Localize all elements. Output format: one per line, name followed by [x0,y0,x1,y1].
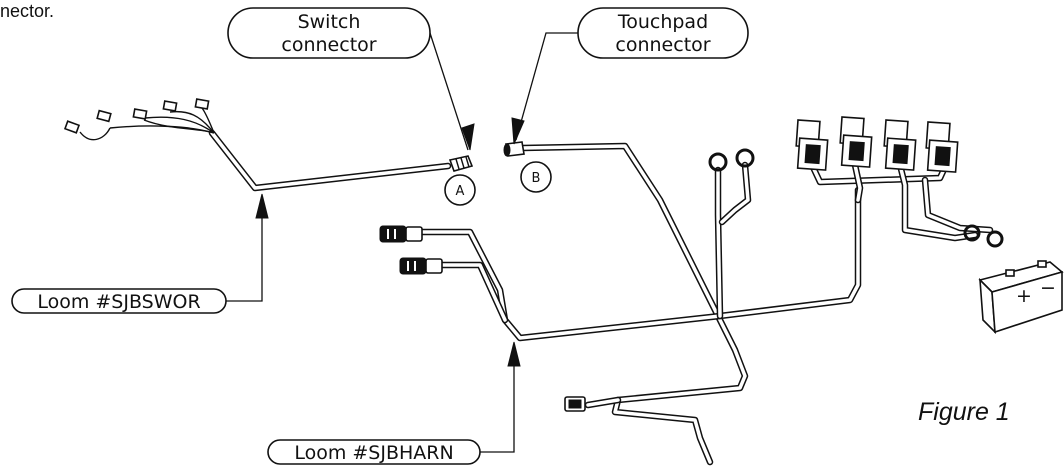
figure-label: Figure 1 [918,398,1010,426]
ring-terminal-icon [735,148,755,168]
relays [795,116,959,173]
marker-a-label: A [456,184,465,199]
leader-arrowhead-icon [507,341,521,367]
weatherproof-plug-icon [379,225,423,243]
leader-arrowhead-icon [255,193,269,219]
switch-loom [63,98,474,192]
loom-switch-label: Loom #SJBSWOR [37,291,200,313]
battery-icon: + − [978,260,1064,335]
loom-harness-label: Loom #SJBHARN [294,442,453,464]
ring-terminal-icon [708,152,728,172]
harness-plugs [379,225,586,412]
loom-switch-callout: Loom #SJBSWOR [11,193,269,314]
relay-icon [795,119,829,171]
main-harness [416,141,994,466]
leader-arrowhead-icon [461,123,475,151]
switch-wire-plug [132,108,148,120]
marker-b-circle [520,161,552,193]
small-plug-icon [564,396,586,412]
touchpad-connector-label-line2: connector [615,34,710,56]
relay-icon [839,116,873,168]
switch-wire-plug [63,120,81,134]
switch-wire-plug [96,109,112,123]
marker-b-label: B [532,171,541,186]
leader-arrowhead-icon [511,117,525,145]
ring-terminal-icon [986,230,1004,248]
switch-connector-label-line2: connector [281,34,376,56]
battery-negative-sign: − [1040,277,1056,299]
ring-terminals [708,148,1004,248]
battery-positive-sign: + [1016,285,1032,307]
relay-icon [883,119,917,171]
loom-harness-callout: Loom #SJBHARN [267,341,521,465]
marker-a-circle [444,174,476,206]
switch-connector-label-line1: Switch [298,11,361,33]
relay-icon [925,121,959,173]
weatherproof-plug-icon [399,257,443,275]
switch-wire-plug [194,98,210,110]
touchpad-connector-callout: Touchpad connector [511,7,749,145]
ring-terminal-icon [963,224,981,242]
touchpad-connector-opening [503,143,511,157]
switch-wire-plug [162,100,178,112]
switch-connector-callout: Switch connector [227,7,475,151]
caption-fragment: nector. [0,1,54,21]
touchpad-connector-label-line1: Touchpad [617,11,708,33]
